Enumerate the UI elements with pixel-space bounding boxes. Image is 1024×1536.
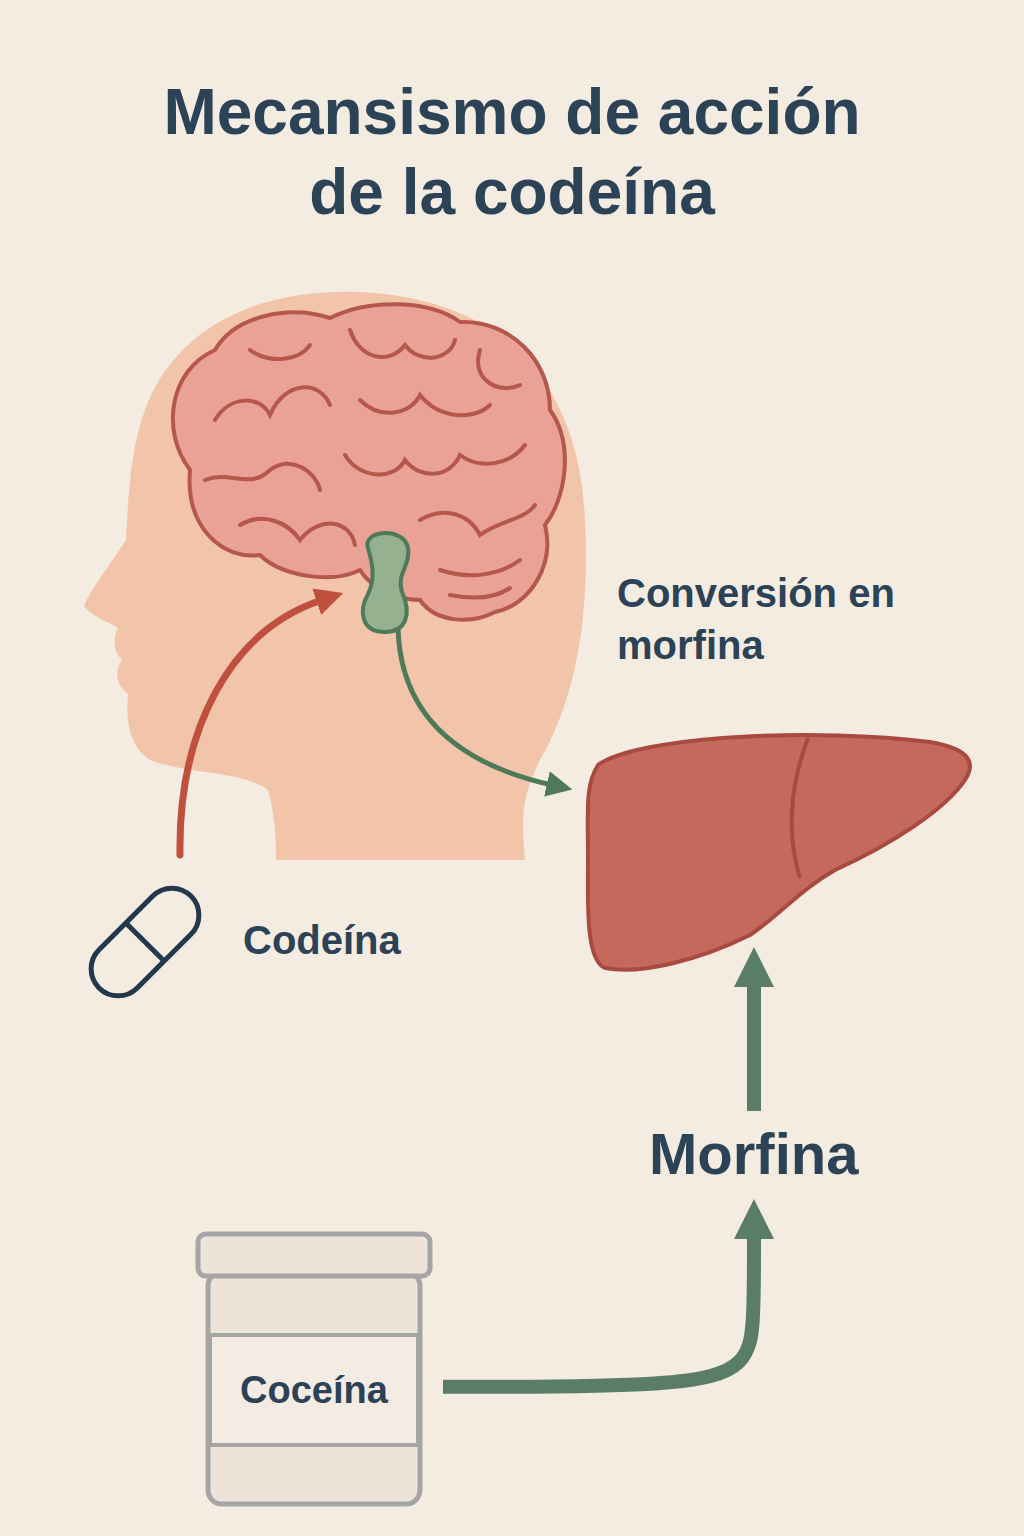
node-label: Coceína bbox=[195, 1335, 433, 1445]
gyrus bbox=[420, 505, 535, 535]
pill-node: Codeína bbox=[75, 870, 455, 1010]
pill-divider bbox=[126, 923, 164, 961]
liver-lobe-line bbox=[792, 738, 808, 878]
flow-arrow bbox=[443, 1235, 754, 1387]
gyrus bbox=[478, 350, 520, 388]
gyrus bbox=[360, 395, 490, 415]
cerebellum-line bbox=[450, 588, 510, 598]
flow-arrow bbox=[747, 983, 761, 1111]
node-label: Conversión en morfina bbox=[617, 567, 947, 671]
node-label: Codeína bbox=[243, 914, 448, 966]
pill-icon bbox=[80, 877, 210, 1007]
node-label: Morfina bbox=[649, 1119, 867, 1189]
gyrus bbox=[240, 519, 355, 545]
head-silhouette bbox=[84, 292, 586, 860]
brain-structure bbox=[363, 533, 409, 632]
gyrus bbox=[350, 330, 455, 358]
brain-outline bbox=[173, 304, 565, 620]
arrow-to-brain bbox=[180, 600, 322, 855]
text-node: Morfina bbox=[645, 1115, 863, 1193]
jar-lid bbox=[198, 1234, 430, 1276]
liver-outline bbox=[588, 735, 970, 970]
gyrus bbox=[205, 464, 320, 490]
arrow-to-liver bbox=[398, 628, 552, 785]
cerebellum-line bbox=[440, 560, 520, 575]
gyrus bbox=[250, 345, 310, 359]
gyrus bbox=[345, 445, 525, 474]
jar-node: Coceína bbox=[195, 1230, 433, 1510]
pill-outline bbox=[80, 877, 210, 1007]
gyrus bbox=[215, 387, 330, 420]
liver-node: Conversión en morfina bbox=[580, 565, 980, 945]
diagram-title: Mecansismo de acción de la codeína bbox=[142, 72, 882, 232]
